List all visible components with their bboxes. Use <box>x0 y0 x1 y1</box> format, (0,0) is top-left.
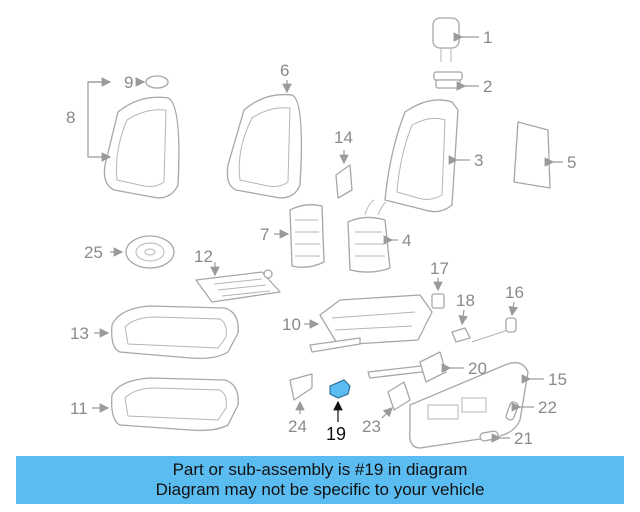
part-20-switch: 20 <box>419 351 487 383</box>
callout-22: 22 <box>538 398 557 417</box>
part-6-seatback-cushion: 6 <box>226 61 303 199</box>
callout-6: 6 <box>280 61 289 80</box>
part-17-clip: 17 <box>430 259 449 309</box>
callout-15: 15 <box>548 370 567 389</box>
part-7-heater-pad: 7 <box>260 204 325 268</box>
callout-9: 9 <box>124 73 133 92</box>
callout-7: 7 <box>260 225 269 244</box>
callout-20: 20 <box>468 359 487 378</box>
info-banner: Part or sub-assembly is #19 in diagram D… <box>16 456 624 504</box>
part-14-bracket: 14 <box>334 128 353 199</box>
part-5-back-panel: 5 <box>513 121 576 189</box>
part-2-headrest-guide: 2 <box>433 71 492 96</box>
callout-12: 12 <box>194 247 213 266</box>
callout-10: 10 <box>282 315 301 334</box>
part-3-seatback-frame: 3 <box>384 99 483 213</box>
callout-17: 17 <box>430 259 449 278</box>
part-10-seat-frame: 10 <box>282 294 433 379</box>
callout-16: 16 <box>505 283 524 302</box>
callout-1: 1 <box>483 28 492 47</box>
part-9-clip: 9 <box>124 73 169 92</box>
callout-11: 11 <box>70 399 88 418</box>
part-18-cap: 18 <box>451 291 475 343</box>
banner-line-1: Part or sub-assembly is #19 in diagram <box>172 460 468 479</box>
callout-25: 25 <box>84 243 103 262</box>
callout-8: 8 <box>66 108 75 127</box>
part-23-bracket: 23 <box>362 381 411 436</box>
seat-parts-diagram: 1 2 3 4 5 6 7 <box>66 17 576 449</box>
part-19-highlighted: 19 <box>326 379 351 444</box>
part-15-side-shield: 15 <box>409 362 567 449</box>
part-24-trim: 24 <box>288 373 313 436</box>
part-8-seatback-cover: 8 <box>66 77 180 199</box>
callout-19: 19 <box>326 424 346 444</box>
callout-23: 23 <box>362 417 381 436</box>
part-13-seat-cushion-cover: 13 <box>70 305 239 360</box>
part-12-seat-heater-mat: 12 <box>194 247 281 303</box>
part-1-headrest: 1 <box>432 17 492 62</box>
callout-13: 13 <box>70 324 89 343</box>
callout-5: 5 <box>567 153 576 172</box>
callout-21: 21 <box>514 429 533 448</box>
callout-4: 4 <box>402 231 411 250</box>
banner-line-2: Diagram may not be specific to your vehi… <box>155 480 485 499</box>
callout-24: 24 <box>288 417 307 436</box>
callout-18: 18 <box>456 291 475 310</box>
callout-2: 2 <box>483 77 492 96</box>
callout-3: 3 <box>474 151 483 170</box>
part-11-seat-cushion: 11 <box>70 377 239 432</box>
part-21-knob: 21 <box>479 429 533 448</box>
part-22-lever: 22 <box>505 398 557 421</box>
part-25-motor: 25 <box>84 235 175 269</box>
part-16-cable: 16 <box>471 283 524 343</box>
part-4-lumbar-support: 4 <box>347 199 411 273</box>
callout-14: 14 <box>334 128 353 147</box>
